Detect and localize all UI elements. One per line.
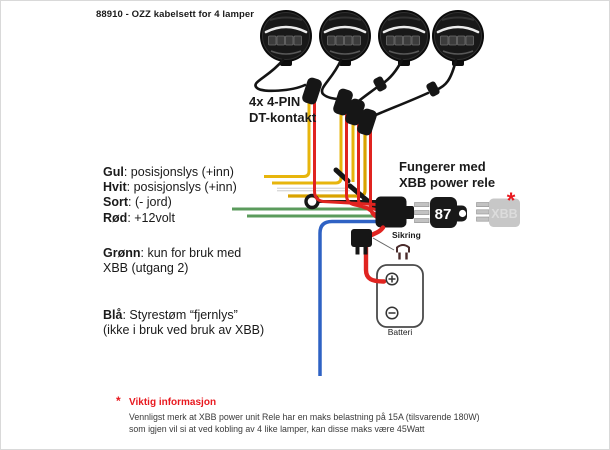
page-title: 88910 - OZZ kabelsett for 4 lamper xyxy=(96,9,255,20)
dt-connectors xyxy=(302,77,377,136)
lamp-cables xyxy=(254,58,458,120)
ground-ring-terminal xyxy=(304,193,320,210)
fuse-label: Sikring xyxy=(392,230,421,240)
important-info-footnote: * Viktig informasjon Vennligst merk at XB… xyxy=(116,395,480,435)
wire-legend: Gul: posisjonslys (+inn) Hvit: posisjons… xyxy=(103,165,237,226)
battery xyxy=(376,264,424,328)
footnote-line1: Vennligst merk at XBB power unit Rele ha… xyxy=(129,412,480,422)
yellow-wire xyxy=(264,100,311,178)
fuse-holder xyxy=(351,229,372,255)
aux-lamp-1 xyxy=(258,8,314,68)
footnote-line2: som igjen vil si at ved kobling av 4 lik… xyxy=(129,424,425,434)
battery-red-wire xyxy=(363,225,387,284)
xbb-relay-note: Fungerer med XBB power rele xyxy=(399,159,496,190)
footnote-asterisk: * xyxy=(116,394,121,408)
fuse-icon xyxy=(372,237,410,260)
legend-item-gul: Gul: posisjonslys (+inn) xyxy=(103,165,234,179)
xbb-power-unit: XBB * xyxy=(476,188,520,227)
red-wire xyxy=(313,100,377,206)
xbb-label: XBB xyxy=(491,207,517,221)
aux-lamp-2 xyxy=(317,8,373,68)
legend-item-rod: Rød: +12volt xyxy=(103,210,175,225)
battery-label: Batteri xyxy=(387,327,413,337)
harness-wires xyxy=(232,100,379,376)
aux-lamp-3 xyxy=(376,8,432,68)
xbb-asterisk: * xyxy=(507,188,516,213)
red-wire xyxy=(357,121,377,216)
legend-item-gronn: Grønn: kun for bruk med XBB (utgang 2) xyxy=(103,246,242,276)
relay-87: 87 xyxy=(414,197,467,228)
legend-item-bla: Blå: Styrestøm “fjernlys” (ikke i bruk v… xyxy=(103,308,265,338)
red-wire xyxy=(345,111,377,211)
legend-item-hvit: Hvit: posisjonslys (+inn) xyxy=(103,180,237,195)
battery-terminals xyxy=(385,272,399,320)
aux-lamp-4 xyxy=(430,8,486,68)
dt-connector-label: 4x 4-PIN DT-kontakt xyxy=(249,94,317,125)
legend-item-sort: Sort: (- jord) xyxy=(103,195,172,210)
footnote-heading: Viktig informasjon xyxy=(129,397,217,408)
blue-wire xyxy=(318,219,377,376)
relay-connector-block xyxy=(375,196,414,228)
relay-87-label: 87 xyxy=(435,206,452,223)
